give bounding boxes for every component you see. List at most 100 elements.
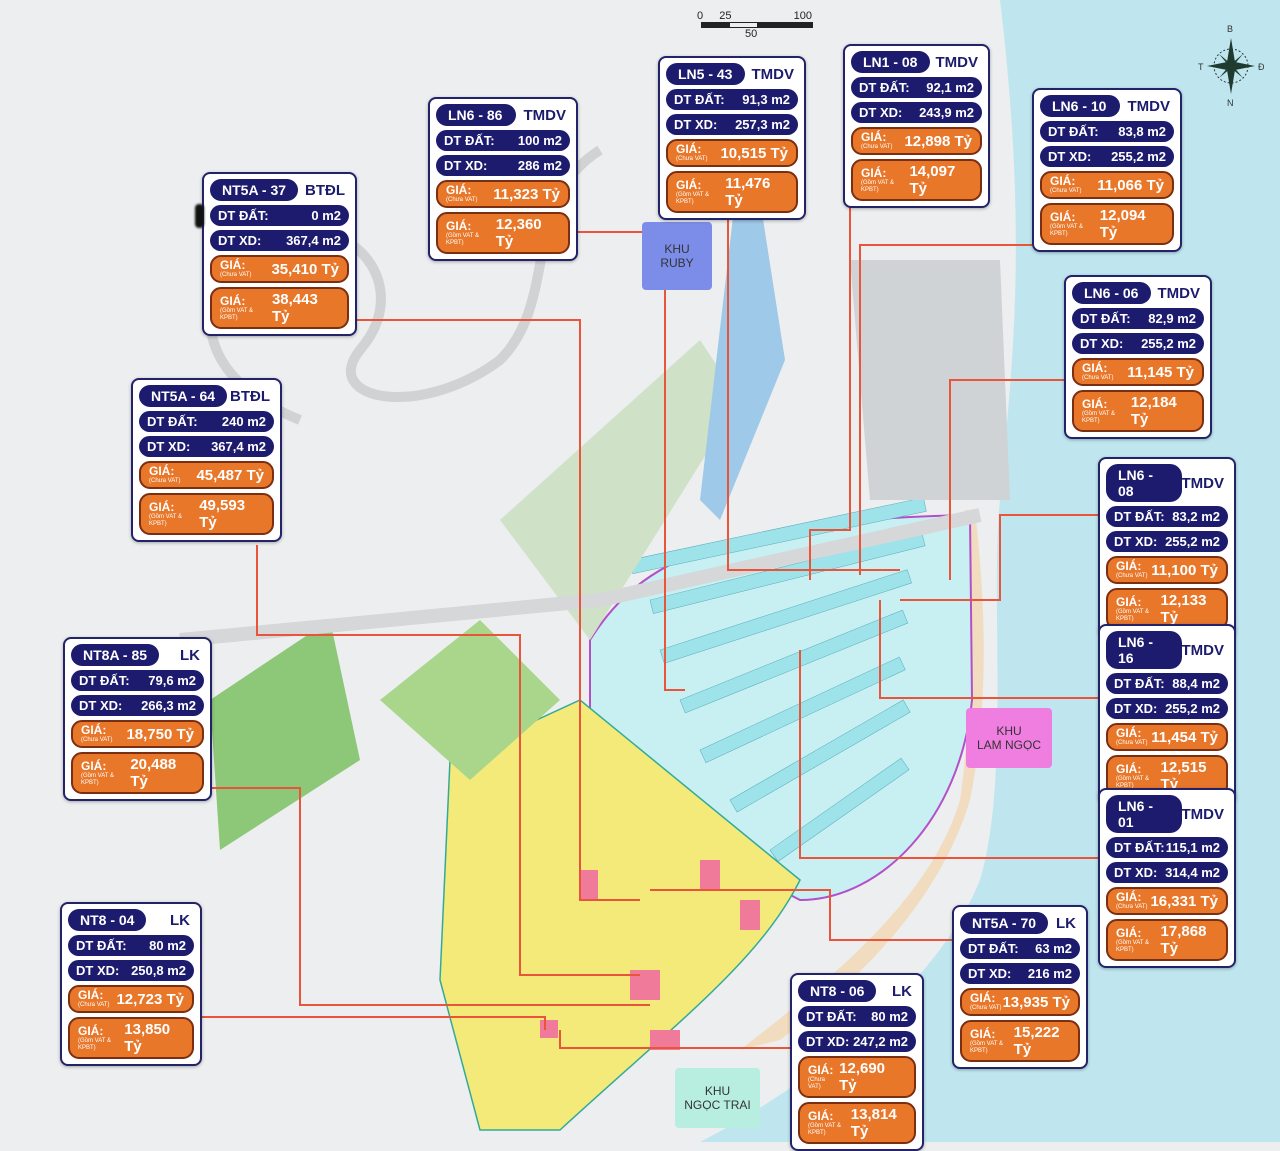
price-excl-vat-row: GIÁ:(Chưa VAT) 11,066 Tỷ: [1040, 171, 1174, 199]
build-area-value: 266,3 m2: [141, 698, 196, 713]
land-area-row: DT ĐẤT: 83,8 m2: [1040, 121, 1174, 142]
land-area-row: DT ĐẤT: 115,1 m2: [1106, 837, 1228, 858]
price-excl-vat-row: GIÁ:(Chưa VAT) 12,690 Tỷ: [798, 1056, 916, 1098]
card-header: NT8 - 04 LK: [68, 909, 194, 931]
price-excl-vat-row: GIÁ:(Chưa VAT) 35,410 Tỷ: [210, 255, 349, 283]
price-label: GIÁ:: [1050, 174, 1076, 188]
scale-tick-100: 100: [793, 10, 812, 22]
zone-line1: KHU: [996, 724, 1022, 738]
land-area-row: DT ĐẤT: 79,6 m2: [71, 670, 204, 691]
lot-code: NT5A - 37: [210, 179, 299, 201]
lot-type: TMDV: [1181, 805, 1225, 823]
lot-info-card[interactable]: NT5A - 70 LK DT ĐẤT: 63 m2 DT XD: 216 m2…: [952, 905, 1088, 1069]
price-label: GIÁ:: [446, 183, 472, 197]
lot-info-card[interactable]: LN6 - 16 TMDV DT ĐẤT: 88,4 m2 DT XD: 255…: [1098, 624, 1236, 804]
build-area-row: DT XD: 266,3 m2: [71, 695, 204, 716]
lot-code: LN6 - 01: [1106, 795, 1182, 833]
lot-type: BTĐL: [305, 181, 345, 199]
land-area-row: DT ĐẤT: 80 m2: [798, 1006, 916, 1027]
land-area-row: DT ĐẤT: 88,4 m2: [1106, 673, 1228, 694]
price-incl-vat-row: GIÁ:(Gồm VAT & KPBT) 20,488 Tỷ: [71, 752, 204, 794]
price-label: GIÁ:: [78, 1023, 104, 1038]
land-area-row: DT ĐẤT: 80 m2: [68, 935, 194, 956]
lot-info-card[interactable]: LN6 - 06 TMDV DT ĐẤT: 82,9 m2 DT XD: 255…: [1064, 275, 1212, 439]
card-header: LN6 - 10 TMDV: [1040, 95, 1174, 117]
lot-info-card[interactable]: NT5A - 64 BTĐL DT ĐẤT: 240 m2 DT XD: 367…: [131, 378, 282, 542]
price-label: GIÁ:: [149, 499, 175, 514]
price-label: GIÁ:: [81, 723, 107, 737]
lot-info-card[interactable]: LN6 - 01 TMDV DT ĐẤT: 115,1 m2 DT XD: 31…: [1098, 788, 1236, 968]
lot-info-card[interactable]: NT8 - 04 LK DT ĐẤT: 80 m2 DT XD: 250,8 m…: [60, 902, 202, 1066]
build-area-value: 255,2 m2: [1165, 534, 1220, 549]
price-excl-vat-row: GIÁ:(Chưa VAT) 18,750 Tỷ: [71, 720, 204, 748]
lot-code: LN1 - 08: [851, 51, 930, 73]
land-area-row: DT ĐẤT: 92,1 m2: [851, 77, 982, 98]
price-label: GIÁ:: [1116, 559, 1142, 573]
build-area-label: DT XD:: [1114, 534, 1158, 549]
card-header: LN6 - 86 TMDV: [436, 104, 570, 126]
lot-code: NT8 - 04: [68, 909, 147, 931]
land-area-value: 240 m2: [221, 414, 266, 429]
compass-west: T: [1198, 62, 1204, 72]
price-excl-vat-row: GIÁ:(Chưa VAT) 11,323 Tỷ: [436, 180, 570, 208]
build-area-row: DT XD: 255,2 m2: [1106, 698, 1228, 719]
build-area-value: 216 m2: [1027, 966, 1072, 981]
price-excl-vat-row: GIÁ:(Chưa VAT) 11,100 Tỷ: [1106, 556, 1228, 584]
price-incl-vat-value: 13,814 Tỷ: [850, 1106, 897, 1140]
price-note: (Chưa VAT): [81, 737, 113, 743]
land-area-label: DT ĐẤT:: [1048, 124, 1099, 139]
land-area-row: DT ĐẤT: 240 m2: [139, 411, 274, 432]
build-area-label: DT XD:: [806, 1034, 850, 1049]
lot-info-card[interactable]: NT8 - 06 LK DT ĐẤT: 80 m2 DT XD: 247,2 m…: [790, 973, 924, 1151]
price-excl-vat-value: 11,145 Tỷ: [1127, 363, 1194, 381]
land-area-value: 83,8 m2: [1118, 124, 1166, 139]
lot-code: NT5A - 64: [139, 385, 228, 407]
price-label: GIÁ:: [808, 1108, 834, 1123]
price-note: (Gồm VAT & KPBT): [676, 191, 710, 205]
land-area-row: DT ĐẤT: 100 m2: [436, 130, 570, 151]
price-incl-vat-value: 14,097 Tỷ: [909, 163, 956, 197]
lot-info-card[interactable]: NT8A - 85 LK DT ĐẤT: 79,6 m2 DT XD: 266,…: [63, 637, 212, 801]
zone-line1: KHU: [704, 1084, 731, 1098]
lot-info-card[interactable]: LN6 - 08 TMDV DT ĐẤT: 83,2 m2 DT XD: 255…: [1098, 457, 1236, 637]
build-area-label: DT XD:: [76, 963, 120, 978]
card-header: NT8 - 06 LK: [798, 980, 916, 1002]
land-area-label: DT ĐẤT:: [147, 414, 198, 429]
lot-info-card[interactable]: LN1 - 08 TMDV DT ĐẤT: 92,1 m2 DT XD: 243…: [843, 44, 990, 208]
price-excl-vat-value: 11,454 Tỷ: [1151, 728, 1218, 746]
scale-bar: 0 25 100 50: [697, 10, 813, 40]
price-incl-vat-row: GIÁ:(Gồm VAT & KPBT) 15,222 Tỷ: [960, 1020, 1080, 1062]
land-area-row: DT ĐẤT: 83,2 m2: [1106, 506, 1228, 527]
land-area-label: DT ĐẤT:: [806, 1009, 857, 1024]
price-label: GIÁ:: [1082, 396, 1108, 411]
price-label: GIÁ:: [81, 758, 107, 773]
lot-code: LN6 - 06: [1072, 282, 1152, 304]
lot-info-card[interactable]: LN6 - 86 TMDV DT ĐẤT: 100 m2 DT XD: 286 …: [428, 97, 578, 261]
price-note: (Chưa VAT): [149, 478, 181, 484]
card-header: NT5A - 64 BTĐL: [139, 385, 274, 407]
build-area-row: DT XD: 255,2 m2: [1040, 146, 1174, 167]
build-area-label: DT XD:: [674, 117, 718, 132]
build-area-label: DT XD:: [444, 158, 488, 173]
price-incl-vat-row: GIÁ:(Gồm VAT & KPBT) 14,097 Tỷ: [851, 159, 982, 201]
card-header: NT8A - 85 LK: [71, 644, 204, 666]
lot-info-card[interactable]: LN5 - 43 TMDV DT ĐẤT: 91,3 m2 DT XD: 257…: [658, 56, 806, 220]
land-area-value: 83,2 m2: [1172, 509, 1220, 524]
land-area-label: DT ĐẤT:: [1080, 311, 1131, 326]
build-area-label: DT XD:: [147, 439, 191, 454]
price-note: (Chưa VAT): [676, 156, 708, 162]
price-excl-vat-value: 16,331 Tỷ: [1150, 892, 1218, 910]
card-header: LN5 - 43 TMDV: [666, 63, 798, 85]
price-incl-vat-value: 12,133 Tỷ: [1160, 592, 1207, 626]
price-label: GIÁ:: [861, 165, 887, 180]
price-label: GIÁ:: [1116, 761, 1142, 776]
price-incl-vat-value: 12,360 Tỷ: [495, 216, 542, 250]
price-note: (Gồm VAT & KPBT): [446, 232, 480, 246]
price-excl-vat-value: 12,723 Tỷ: [116, 990, 184, 1008]
lot-type: TMDV: [1157, 284, 1201, 302]
lot-info-card[interactable]: NT5A - 37 BTĐL DT ĐẤT: 0 m2 DT XD: 367,4…: [195, 172, 357, 336]
build-area-label: DT XD:: [1048, 149, 1092, 164]
build-area-value: 255,2 m2: [1111, 149, 1166, 164]
lot-info-card[interactable]: LN6 - 10 TMDV DT ĐẤT: 83,8 m2 DT XD: 255…: [1032, 88, 1182, 252]
